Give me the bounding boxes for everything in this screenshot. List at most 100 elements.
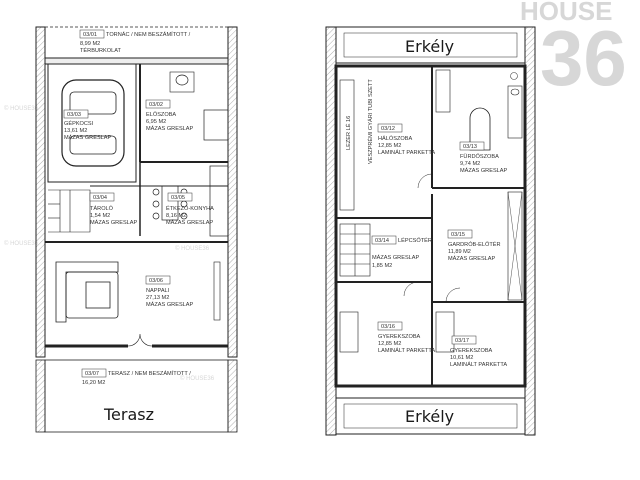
svg-text:11,89 M2: 11,89 M2 [448, 249, 471, 255]
svg-text:LAMINÁLT PARKETTA: LAMINÁLT PARKETTA [450, 361, 507, 368]
svg-text:03/06: 03/06 [149, 278, 163, 284]
upper-room-labels: Erkély Erkély LEZER LÉ 16 VESZPRÉMI GYÁR… [345, 37, 508, 426]
svg-text:8,16 M2: 8,16 M2 [166, 213, 186, 219]
svg-text:13,61 M2: 13,61 M2 [64, 128, 87, 134]
room-03-17: 03/17 GYEREKSZOBA 10,61 M2 LAMINÁLT PARK… [450, 335, 507, 368]
room-03-12: 03/12 HÁLÓSZOBA 12,85 M2 LAMINÁLT PARKET… [377, 123, 435, 156]
svg-text:6,95 M2: 6,95 M2 [146, 119, 166, 125]
svg-text:MÁZAS GRESLAP: MÁZAS GRESLAP [146, 125, 194, 132]
svg-text:ÉTKEZŐ-KONYHA: ÉTKEZŐ-KONYHA [166, 205, 214, 212]
svg-text:8,99 M2: 8,99 M2 [80, 41, 100, 47]
svg-text:HÁLÓSZOBA: HÁLÓSZOBA [378, 135, 412, 142]
svg-text:MÁZAS GRESLAP: MÁZAS GRESLAP [372, 254, 420, 261]
watermark-text: HOUSE [520, 0, 612, 26]
kitchen-counter [209, 165, 229, 237]
svg-text:10,61 M2: 10,61 M2 [450, 355, 473, 361]
svg-text:03/15: 03/15 [451, 232, 465, 238]
shower-icon [203, 109, 229, 141]
svg-text:9,74 M2: 9,74 M2 [460, 161, 480, 167]
svg-text:MÁZAS GRESLAP: MÁZAS GRESLAP [64, 134, 112, 141]
svg-text:GARDRÓB-ELŐTÉR: GARDRÓB-ELŐTÉR [448, 241, 501, 248]
room-03-07: 03/07 TERASZ / NEM BESZÁMÍTOTT / 16,20 M… [81, 368, 191, 386]
watermark: HOUSE 36 © HOUSE36 © HOUSE36 © HOUSE36 ©… [4, 0, 627, 382]
svg-text:03/13: 03/13 [463, 144, 477, 150]
balcony-bottom-label: Erkély [405, 407, 454, 426]
svg-text:16,20 M2: 16,20 M2 [82, 380, 105, 386]
garage-outline [47, 63, 137, 183]
balcony-top-rail [343, 32, 518, 58]
room-03-13: 03/13 FÜRDŐSZOBA 9,74 M2 MÁZAS GRESLAP [459, 141, 508, 174]
svg-text:03/03: 03/03 [67, 112, 81, 118]
ground-room-labels: 03/01 TORNÁC / NEM BESZÁMÍTOTT / 8,99 M2… [63, 29, 214, 424]
svg-text:03/12: 03/12 [381, 126, 395, 132]
sink-icon [510, 88, 520, 96]
watermark-small-3: © HOUSE36 [4, 240, 39, 247]
door-swing-1 [417, 173, 433, 189]
room-03-05: 03/05 ÉTKEZŐ-KONYHA 8,16 M2 MÁZAS GRESLA… [166, 192, 214, 226]
terrace-door [127, 333, 153, 347]
svg-text:12,85 M2: 12,85 M2 [378, 143, 401, 149]
car-icon [61, 79, 125, 167]
svg-text:TÉRBURKOLAT: TÉRBURKOLAT [80, 47, 122, 54]
svg-text:03/16: 03/16 [381, 324, 395, 330]
room-03-14: 03/14 LÉPCSŐTÉR MÁZAS GRESLAP 1,85 M2 [371, 235, 432, 269]
wardrobe-cabinet [507, 191, 523, 301]
svg-text:MÁZAS GRESLAP: MÁZAS GRESLAP [460, 167, 508, 174]
svg-text:03/17: 03/17 [455, 338, 469, 344]
room-03-02: 03/02 ELŐSZOBA 6,95 M2 MÁZAS GRESLAP [145, 99, 194, 132]
svg-text:GÉPKOCSI: GÉPKOCSI [64, 120, 94, 127]
svg-text:LÉPCSŐTÉR: LÉPCSŐTÉR [398, 237, 432, 244]
upper-floor-plan [325, 26, 536, 436]
balcony-bottom-outline [335, 397, 526, 435]
tv-unit [213, 261, 221, 321]
front-wall [44, 57, 229, 65]
watermark-small-4: © HOUSE36 [180, 375, 215, 382]
svg-text:03/05: 03/05 [171, 195, 185, 201]
shower-icon-upper [435, 69, 451, 113]
svg-text:MÁZAS GRESLAP: MÁZAS GRESLAP [146, 301, 194, 308]
watermark-small-1: © HOUSE36 [4, 105, 39, 112]
desk-right [435, 311, 455, 353]
duct-note: VESZPRÉMI GYÁRI TUBI SZETT [367, 79, 374, 164]
room-03-15: 03/15 GARDRÓB-ELŐTÉR 11,89 M2 MÁZAS GRES… [447, 229, 501, 262]
door-swing-3 [445, 287, 461, 303]
svg-text:TERASZ / NEM BESZÁMÍTOTT /: TERASZ / NEM BESZÁMÍTOTT / [108, 370, 191, 377]
stair-note: LEZER LÉ 16 [345, 116, 352, 150]
svg-text:03/01: 03/01 [83, 32, 97, 38]
watermark-small-2: © HOUSE36 [175, 245, 210, 252]
room-03-04: 03/04 TÁROLÓ 1,54 M2 MÁZAS GRESLAP [89, 192, 138, 226]
watermark-number: 36 [540, 14, 627, 102]
toilet-icon [175, 74, 189, 86]
stairs-upper [339, 223, 371, 277]
svg-text:1,54 M2: 1,54 M2 [90, 213, 110, 219]
vent-icon [510, 72, 518, 80]
svg-text:03/02: 03/02 [149, 102, 163, 108]
balcony-top-outline [335, 26, 526, 64]
room-03-03: 03/03 GÉPKOCSI 13,61 M2 MÁZAS GRESLAP [63, 109, 112, 141]
sofa-icon [55, 261, 119, 323]
stairs-ground [48, 189, 91, 233]
bedroom-closet [339, 79, 355, 211]
left-wall [35, 26, 46, 358]
svg-text:FÜRDŐSZOBA: FÜRDŐSZOBA [460, 153, 499, 160]
svg-text:TÁROLÓ: TÁROLÓ [90, 205, 114, 212]
svg-text:03/07: 03/07 [85, 371, 99, 377]
svg-text:1,85 M2: 1,85 M2 [372, 263, 392, 269]
room-03-01: 03/01 TORNÁC / NEM BESZÁMÍTOTT / 8,99 M2… [79, 29, 191, 54]
upper-outer-wall [334, 64, 527, 388]
svg-text:LAMINÁLT PARKETTA: LAMINÁLT PARKETTA [378, 149, 435, 156]
svg-text:MÁZAS GRESLAP: MÁZAS GRESLAP [448, 255, 496, 262]
svg-text:03/14: 03/14 [375, 238, 389, 244]
terrace-label: Terasz [103, 405, 154, 424]
door-swing-2 [403, 281, 419, 297]
right-wall [227, 26, 238, 358]
balcony-top-label: Erkély [405, 37, 454, 56]
ground-floor-plan [35, 26, 238, 433]
vanity-icon [507, 85, 523, 139]
svg-text:GYEREKSZOBA: GYEREKSZOBA [378, 334, 421, 340]
svg-text:12,85 M2: 12,85 M2 [378, 341, 401, 347]
svg-text:TORNÁC / NEM BESZÁMÍTOTT /: TORNÁC / NEM BESZÁMÍTOTT / [106, 31, 191, 38]
room-03-16: 03/16 GYEREKSZOBA 12,85 M2 LAMINÁLT PARK… [377, 321, 435, 354]
svg-text:GYEREKSZOBA: GYEREKSZOBA [450, 348, 493, 354]
